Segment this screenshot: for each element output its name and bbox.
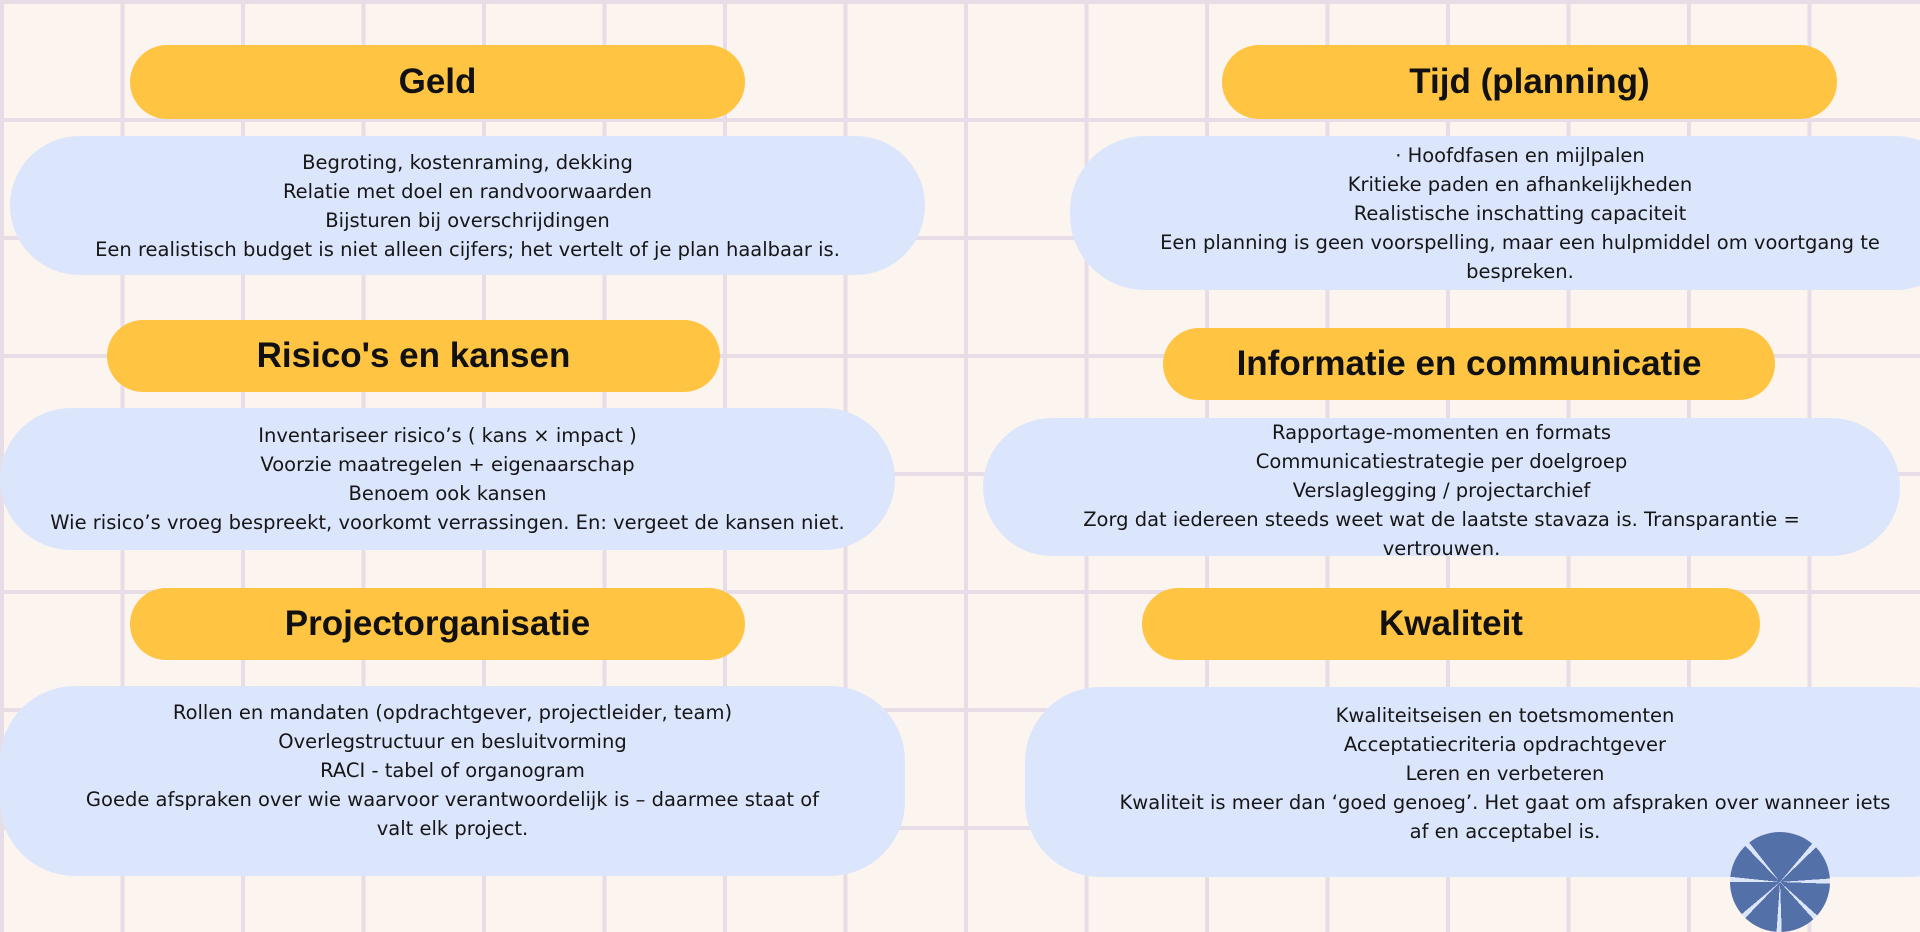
risico-line: Voorzie maatregelen + eigenaarschap (260, 453, 635, 476)
tijd-line: · Hoofdfasen en mijlpalen (1395, 143, 1645, 167)
organisatie-line: Goede afspraken over wie waarvoor verant… (85, 788, 820, 811)
geld-line: Relatie met doel en randvoorwaarden (283, 179, 652, 203)
informatie-line: Verslaglegging / projectarchief (1292, 479, 1591, 502)
logo-icon (1730, 832, 1830, 932)
kwaliteit-line: Kwaliteitseisen en toetsmomenten (1335, 704, 1675, 727)
informatie-title: Informatie en communicatie (1163, 328, 1775, 400)
kwaliteit-line: af en acceptabel is. (1409, 820, 1601, 843)
tijd-card: · Hoofdfasen en mijlpalen Kritieke paden… (1070, 136, 1920, 290)
tijd-title: Tijd (planning) (1222, 45, 1837, 119)
tijd-line: Een planning is geen voorspelling, maar … (1160, 230, 1880, 254)
organisatie-line: RACI - tabel of organogram (320, 759, 585, 782)
risico-title: Risico's en kansen (107, 320, 720, 392)
geld-card: Begroting, kostenraming, dekking Relatie… (10, 136, 925, 275)
kwaliteit-line: Kwaliteit is meer dan ‘goed genoeg’. Het… (1119, 791, 1891, 814)
risico-card: Inventariseer risico’s ( kans × impact )… (0, 408, 895, 550)
risico-line: Wie risico’s vroeg bespreekt, voorkomt v… (50, 511, 845, 534)
geld-line: Een realistisch budget is niet alleen ci… (95, 237, 840, 261)
organisatie-line: Rollen en mandaten (opdrachtgever, proje… (172, 701, 733, 724)
informatie-line: Communicatiestrategie per doelgroep (1255, 450, 1628, 473)
organisatie-line: Overlegstructuur en besluitvorming (278, 730, 627, 753)
informatie-card: Rapportage-momenten en formats Communica… (983, 418, 1900, 560)
informatie-line: Zorg dat iedereen steeds weet wat de laa… (1083, 508, 1800, 531)
tijd-line: bespreken. (1466, 259, 1574, 283)
kwaliteit-line: Acceptatiecriteria opdrachtgever (1343, 733, 1667, 756)
geld-line: Begroting, kostenraming, dekking (302, 150, 633, 174)
projectorganisatie-title: Projectorganisatie (130, 588, 745, 660)
risico-line: Inventariseer risico’s ( kans × impact ) (258, 424, 637, 447)
geld-title: Geld (130, 45, 745, 119)
kwaliteit-line: Leren en verbeteren (1405, 762, 1605, 785)
geld-line: Bijsturen bij overschrijdingen (325, 208, 610, 232)
projectorganisatie-card: Rollen en mandaten (opdrachtgever, proje… (0, 686, 905, 876)
risico-line: Benoem ook kansen (348, 482, 547, 505)
tijd-line: Kritieke paden en afhankelijkheden (1347, 172, 1693, 196)
kwaliteit-card: Kwaliteitseisen en toetsmomenten Accepta… (1025, 687, 1920, 877)
tijd-line: Realistische inschatting capaciteit (1353, 201, 1687, 225)
kwaliteit-title: Kwaliteit (1142, 588, 1760, 660)
informatie-line: Rapportage-momenten en formats (1271, 421, 1612, 444)
informatie-line: vertrouwen. (1382, 537, 1501, 560)
organisatie-line: valt elk project. (376, 817, 529, 840)
